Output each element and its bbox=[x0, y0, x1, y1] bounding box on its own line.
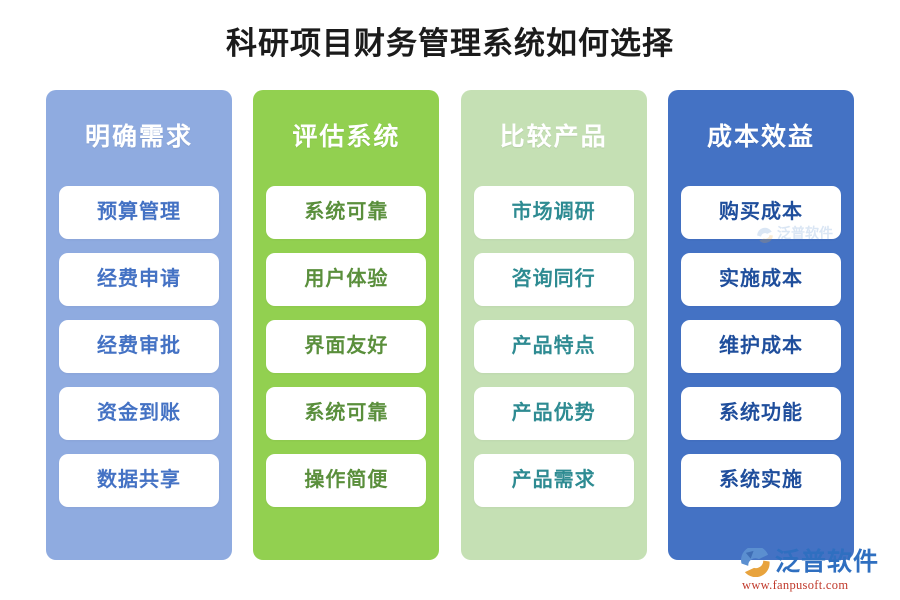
logo-url[interactable]: www.fanpusoft.com bbox=[742, 577, 849, 592]
column-header-1: 明确需求 bbox=[84, 124, 193, 151]
list-item[interactable]: 资金到账 bbox=[59, 387, 219, 440]
list-item[interactable]: 经费申请 bbox=[59, 253, 219, 306]
list-item[interactable]: 系统实施 bbox=[680, 454, 841, 507]
list-item[interactable]: 维护成本 bbox=[680, 320, 841, 373]
list-item[interactable]: 操作简便 bbox=[266, 454, 427, 507]
column-header-2: 评估系统 bbox=[292, 124, 401, 151]
list-item[interactable]: 系统可靠 bbox=[266, 387, 427, 440]
list-item[interactable]: 预算管理 bbox=[59, 186, 219, 239]
column-header-3: 比较产品 bbox=[499, 124, 608, 151]
column-evaluate-system: 评估系统 系统可靠 用户体验 界面友好 系统可靠 操作简便 bbox=[253, 90, 440, 560]
list-item[interactable]: 用户体验 bbox=[266, 253, 427, 306]
brand-logo[interactable]: 泛普软件 www.fanpusoft.com bbox=[740, 545, 890, 594]
column-group: 明确需求 预算管理 经费申请 经费审批 资金到账 数据共享 评估系统 系统可靠 … bbox=[46, 90, 854, 560]
list-item[interactable]: 经费审批 bbox=[59, 320, 219, 373]
list-item[interactable]: 产品优势 bbox=[473, 387, 634, 440]
page-title: 科研项目财务管理系统如何选择 bbox=[226, 26, 674, 61]
list-item[interactable]: 数据共享 bbox=[59, 454, 219, 507]
fanpu-swoosh-icon bbox=[740, 545, 771, 578]
list-item[interactable]: 市场调研 bbox=[473, 186, 634, 239]
list-item[interactable]: 系统功能 bbox=[680, 387, 841, 440]
list-item[interactable]: 实施成本 bbox=[680, 253, 841, 306]
list-item[interactable]: 界面友好 bbox=[266, 320, 427, 373]
column-cost-benefit: 成本效益 购买成本 实施成本 维护成本 系统功能 系统实施 泛普软件 bbox=[667, 90, 854, 560]
list-item[interactable]: 产品特点 bbox=[473, 320, 634, 373]
list-item[interactable]: 系统可靠 bbox=[266, 186, 427, 239]
list-item[interactable]: 产品需求 bbox=[473, 454, 634, 507]
column-header-4: 成本效益 bbox=[706, 124, 815, 151]
column-clarify-requirements: 明确需求 预算管理 经费申请 经费审批 资金到账 数据共享 bbox=[46, 90, 232, 560]
logo-name: 泛普软件 bbox=[775, 549, 880, 576]
logo-row: 泛普软件 bbox=[740, 545, 880, 578]
list-item[interactable]: 咨询同行 bbox=[473, 253, 634, 306]
column-compare-products: 比较产品 市场调研 咨询同行 产品特点 产品优势 产品需求 bbox=[460, 90, 647, 560]
list-item[interactable]: 购买成本 bbox=[680, 186, 841, 239]
